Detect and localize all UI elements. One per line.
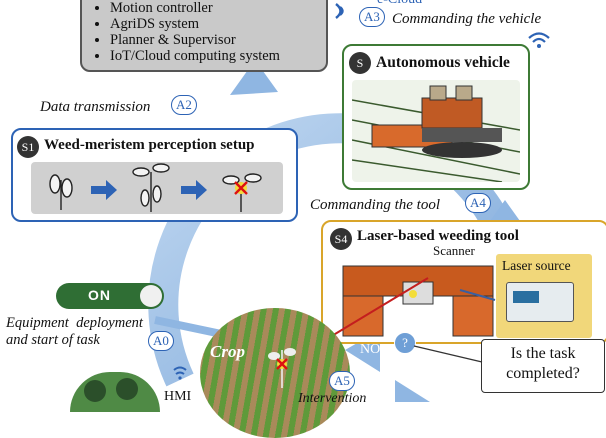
laser-source-device — [506, 282, 574, 322]
a5-badge: A5 — [329, 371, 355, 391]
commanding-tool-label: Commanding the tool — [310, 197, 440, 213]
s1-title: Weed-meristem perception setup — [44, 137, 255, 153]
data-transmission-label: Data transmission — [40, 99, 151, 115]
wifi-icon — [528, 32, 550, 48]
s4-badge: S4 — [330, 228, 352, 250]
crop-label: Crop — [210, 342, 245, 361]
s4-laser-tool-box: S4 Laser-based weeding tool Scanner Lase… — [321, 220, 606, 344]
s-vehicle-badge: S — [349, 52, 371, 74]
autonomous-vehicle-box: S Autonomous vehicle — [342, 44, 530, 190]
system-item: Planner & Supervisor — [110, 32, 280, 48]
equipment-deployment-label: Equipment deployment — [6, 315, 143, 331]
meristem-target-icon — [268, 348, 296, 388]
toggle-knob — [140, 285, 162, 307]
a2-badge: A2 — [171, 95, 197, 115]
seedling-icon — [132, 163, 170, 212]
task-completed-line1: Is the task — [510, 345, 576, 362]
start-of-task-label: and start of task — [6, 332, 100, 348]
s1-badge: S1 — [17, 136, 39, 158]
hmi-label: HMI — [164, 389, 192, 404]
s1-perception-box: S1 Weed-meristem perception setup — [11, 128, 298, 222]
laser-tool-illustration — [342, 265, 494, 337]
system-item: Motion controller — [110, 0, 280, 16]
a4-badge: A4 — [465, 193, 491, 213]
laser-source-panel: Laser source — [496, 254, 592, 338]
intervention-label-partial: Intervention — [298, 391, 367, 406]
crop-field-image: Crop — [200, 308, 350, 438]
question-badge: ? — [394, 332, 416, 354]
task-completed-box: Is the task completed? — [481, 339, 605, 393]
toggle-label: ON — [88, 287, 111, 303]
commanding-vehicle-label: Commanding the vehicle — [392, 11, 542, 27]
autonomous-vehicle-title: Autonomous vehicle — [376, 54, 510, 71]
a0-badge: A0 — [148, 331, 174, 351]
s4-title: Laser-based weeding tool — [357, 228, 519, 244]
perception-steps-panel — [31, 162, 283, 214]
top-system-box: Motion controller AgriDS system Planner … — [80, 0, 328, 72]
laser-source-label: Laser source — [502, 258, 571, 273]
cloud-label-partial: e-Cloud — [377, 0, 422, 8]
on-toggle[interactable]: ON — [56, 283, 164, 309]
decision-connector — [413, 345, 483, 363]
system-item: AgriDS system — [110, 16, 280, 32]
vehicle-illustration — [352, 80, 520, 182]
no-label: NO — [360, 342, 381, 357]
system-item: IoT/Cloud computing system — [110, 48, 280, 64]
task-completed-line2: completed? — [506, 365, 580, 382]
a3-badge: A3 — [359, 7, 385, 27]
yes-label-partial: YE — [383, 366, 402, 381]
meristem-target-icon — [222, 173, 262, 212]
wifi-icon — [173, 366, 187, 380]
weed-plant-icon — [49, 174, 73, 210]
wifi-icon — [335, 3, 344, 19]
scanner-label: Scanner — [433, 243, 475, 258]
